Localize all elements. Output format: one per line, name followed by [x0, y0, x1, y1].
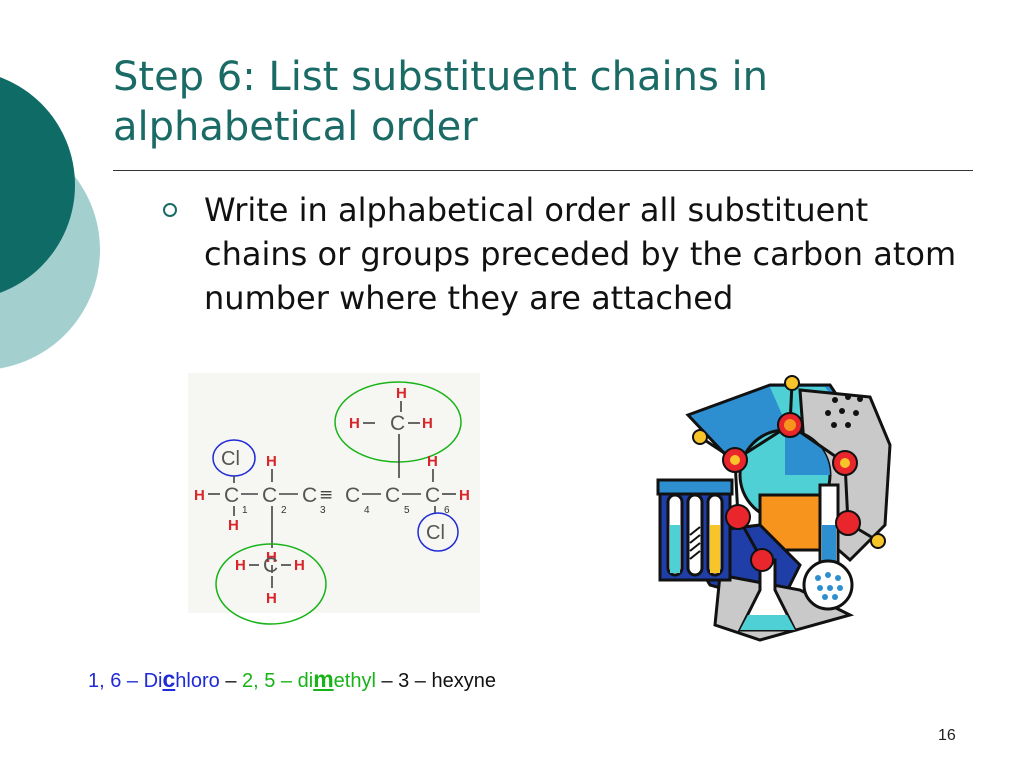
molecule-background: [188, 373, 480, 613]
carbon-number: 1: [242, 505, 248, 516]
atom-h: H: [349, 415, 360, 432]
triple-bond: ≡: [319, 485, 333, 505]
decorative-circles: [0, 77, 100, 369]
name-dimethyl-prefix: 2, 5 – di: [242, 670, 314, 692]
decorative-circle-dark: [0, 77, 75, 293]
atom-cl: Cl: [426, 522, 445, 544]
atom-h: H: [194, 487, 205, 504]
atom-c: C: [425, 484, 440, 507]
atom-c: C: [224, 484, 239, 507]
atom-h: H: [228, 517, 239, 534]
atom-h: H: [427, 453, 438, 470]
page-number: 16: [938, 727, 956, 744]
atom-h: H: [266, 453, 277, 470]
name-ethyl-suffix: ethyl: [333, 670, 376, 692]
atom-c: C: [262, 484, 277, 507]
slide-title: Step 6: List substituent chains in alpha…: [113, 54, 769, 150]
title-divider: [113, 170, 973, 171]
atom-h: H: [235, 557, 246, 574]
atom-h: H: [266, 549, 277, 566]
atom-h: H: [396, 385, 407, 402]
name-dash: –: [219, 670, 243, 692]
name-letter-m: m: [313, 666, 334, 692]
carbon-number: 5: [404, 505, 410, 516]
name-chloro-suffix: hloro: [175, 670, 220, 692]
atom-h: H: [294, 557, 305, 574]
chlorine-highlight-c6: [417, 512, 459, 552]
carbon-number: 2: [281, 505, 287, 516]
molecule-diagram: H H C H Cl H H H C C C ≡ C C C H 1 2 3 4…: [188, 373, 480, 625]
bullet-circle-icon: [163, 203, 177, 217]
atom-c: C: [390, 412, 405, 435]
methyl-highlight-top: [334, 381, 462, 463]
iupac-name: 1, 6 – Dichloro – 2, 5 – dimethyl – 3 – …: [88, 665, 496, 695]
atom-h: H: [459, 487, 470, 504]
atom-cl: Cl: [221, 448, 240, 470]
atom-c: C: [302, 484, 317, 507]
atom-c: C: [263, 554, 278, 577]
chemistry-lab-clipart-icon: [656, 375, 892, 642]
name-letter-c: c: [162, 666, 176, 692]
carbon-number: 4: [364, 505, 370, 516]
atom-h: H: [422, 415, 433, 432]
name-dichloro-prefix: 1, 6 – Di: [88, 670, 163, 692]
name-hexyne: – 3 – hexyne: [375, 670, 496, 692]
carbon-number: 3: [320, 505, 326, 516]
bullet-text: Write in alphabetical order all substitu…: [204, 191, 957, 317]
atom-c: C: [385, 484, 400, 507]
methyl-highlight-bottom: [215, 543, 327, 625]
carbon-number: 6: [444, 505, 450, 516]
atom-c: C: [345, 484, 360, 507]
atom-h: H: [266, 590, 277, 607]
